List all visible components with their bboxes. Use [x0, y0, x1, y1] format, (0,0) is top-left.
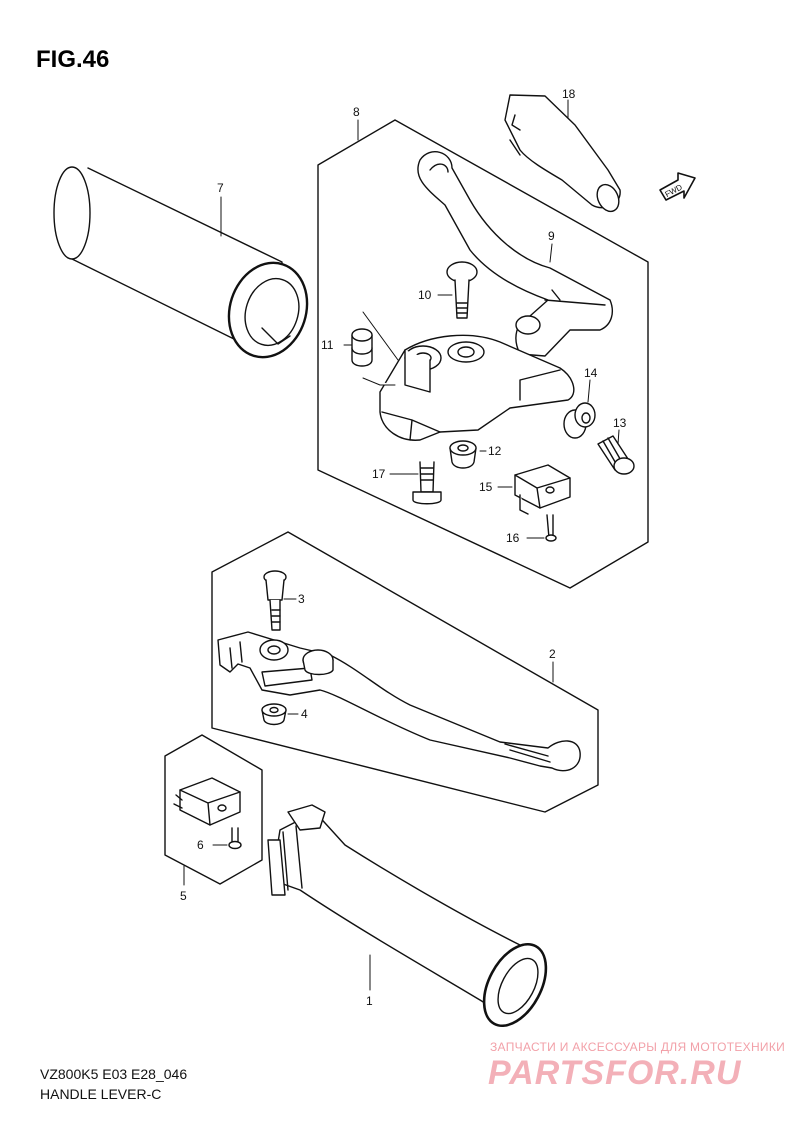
watermark-logo: PARTSFOR.RU: [488, 1054, 742, 1092]
callout-8: 8: [353, 105, 360, 119]
callout-10: 10: [418, 288, 432, 302]
bolt-17: [412, 461, 442, 505]
throttle-grip-1: [267, 804, 548, 1028]
screw-16: [545, 514, 557, 542]
callout-9: 9: [548, 229, 555, 243]
callout-13: 13: [613, 416, 627, 430]
assembly-frame-2: [211, 531, 599, 813]
switch-15: [514, 464, 571, 515]
switch-5: [173, 777, 241, 826]
callout-18: 18: [562, 87, 576, 101]
brake-lever-2: [217, 631, 581, 772]
cover-18: [504, 94, 621, 213]
fwd-arrow-icon: FWD: [659, 172, 696, 201]
diagram-caption: HANDLE LEVER-C: [40, 1086, 162, 1102]
assembly-frame-5: [164, 734, 263, 885]
callout-2: 2: [549, 647, 556, 661]
nut-12: [449, 440, 477, 469]
callout-1: 1: [366, 994, 373, 1008]
bolt-3: [263, 570, 287, 631]
callout-3: 3: [298, 592, 305, 606]
sleeve-11: [351, 311, 399, 386]
callout-6: 6: [197, 838, 204, 852]
adjuster-13: [597, 435, 635, 475]
leaders-middle: [283, 598, 554, 715]
callout-14: 14: [584, 366, 598, 380]
callout-5: 5: [180, 889, 187, 903]
callout-11: 11: [321, 338, 334, 352]
lever-bracket: [379, 334, 575, 441]
grip-7: [53, 166, 309, 359]
callout-7: 7: [217, 181, 224, 195]
leaders-upper: [220, 99, 620, 539]
callout-16: 16: [506, 531, 520, 545]
clutch-lever-9: [417, 151, 613, 357]
model-code: VZ800K5 E03 E28_046: [40, 1066, 188, 1082]
assembly-frame-8: [317, 119, 649, 589]
bushing-14: [563, 402, 596, 439]
watermark-subtitle: ЗАПЧАСТИ И АКСЕССУАРЫ ДЛЯ МОТОТЕХНИКИ: [490, 1040, 786, 1054]
callout-15: 15: [479, 480, 493, 494]
callout-12: 12: [488, 444, 502, 458]
figure-title: FIG.46: [36, 46, 110, 73]
bolt-10: [446, 261, 478, 319]
callout-17: 17: [372, 467, 386, 481]
screw-6: [228, 827, 242, 850]
callout-4: 4: [301, 707, 308, 721]
nut-4: [261, 703, 287, 726]
